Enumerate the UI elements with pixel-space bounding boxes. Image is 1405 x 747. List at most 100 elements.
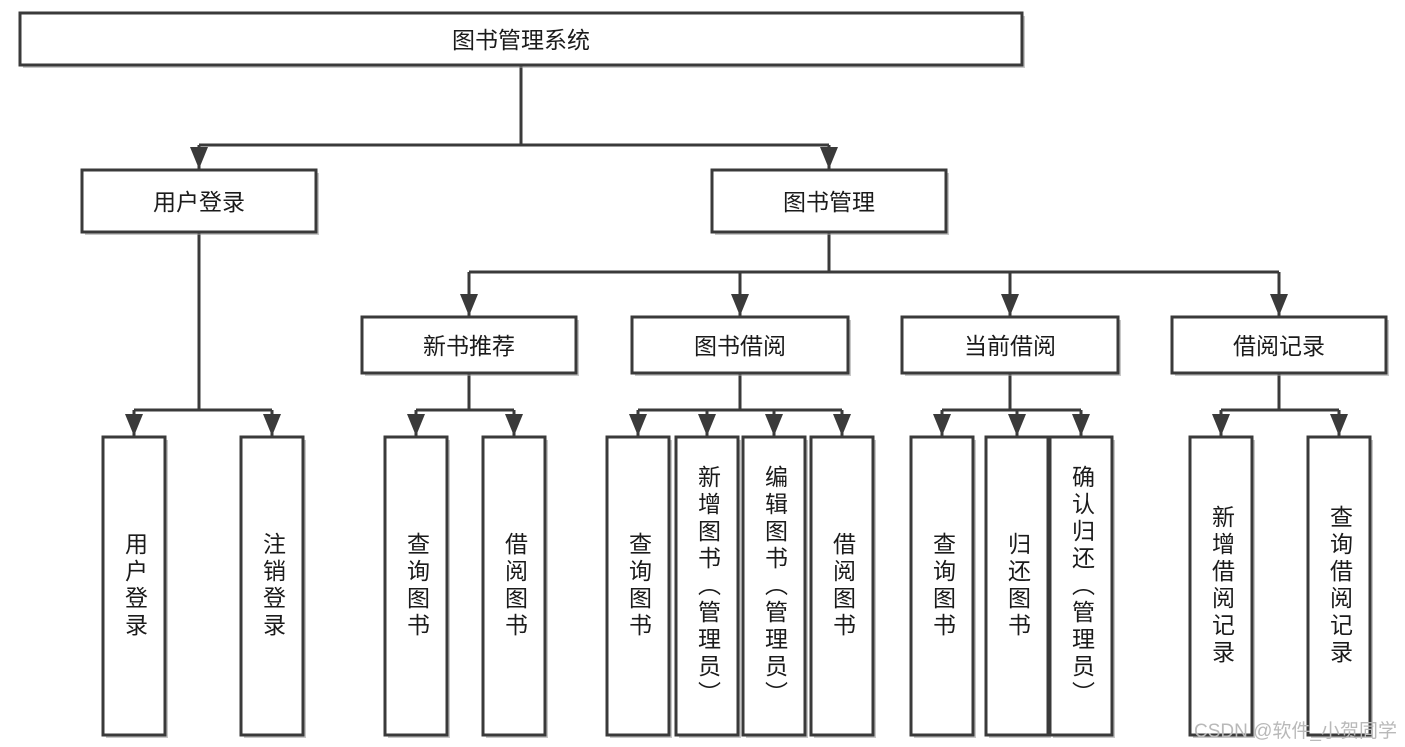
- node-label: 查询图书: [929, 532, 956, 640]
- node-rect[interactable]: [18, 11, 1024, 67]
- node-rect[interactable]: [710, 168, 948, 234]
- node-leaf-user-logout[interactable]: 注销登录: [239, 435, 306, 738]
- node-label-holder: 确认归还（管理员）: [1050, 437, 1112, 735]
- node-leaf-query-book-3[interactable]: 查询图书: [909, 435, 976, 738]
- node-new-book-recommend[interactable]: 新书推荐: [360, 315, 579, 376]
- node-borrow-record[interactable]: 借阅记录: [1170, 315, 1389, 376]
- node-label-holder: 注销登录: [259, 532, 286, 640]
- node-label: 新增图书（管理员）: [694, 464, 721, 708]
- node-label-wrap: 查询借阅记录: [1308, 437, 1370, 735]
- node-leaf-query-record[interactable]: 查询借阅记录: [1306, 435, 1373, 738]
- node-label: 当前借阅: [964, 333, 1056, 359]
- node-rect[interactable]: [1170, 315, 1388, 375]
- node-label: 用户登录: [121, 532, 148, 640]
- node-rect[interactable]: [239, 435, 305, 737]
- node-label: 查询图书: [403, 532, 430, 640]
- node-label-holder: 新增借阅记录: [1190, 437, 1252, 735]
- node-book-borrow[interactable]: 图书借阅: [630, 315, 851, 376]
- node-label-wrap: 归还图书: [986, 437, 1048, 735]
- node-rect[interactable]: [80, 168, 318, 234]
- node-label: 图书借阅: [694, 333, 786, 359]
- node-rect[interactable]: [809, 435, 875, 737]
- node-rect[interactable]: [481, 435, 547, 737]
- node-leaf-user-login[interactable]: 用户登录: [101, 435, 168, 738]
- node-label-holder: 查询图书: [403, 532, 430, 640]
- arrow-head-icon: [1212, 414, 1230, 436]
- node-label: 确认归还（管理员）: [1068, 464, 1095, 708]
- node-leaf-edit-book[interactable]: 编辑图书（管理员）: [741, 435, 808, 738]
- node-label: 图书管理: [783, 189, 875, 215]
- arrow-head-icon: [820, 147, 838, 169]
- node-rect[interactable]: [1306, 435, 1372, 737]
- node-rect[interactable]: [741, 435, 807, 737]
- node-label: 借阅图书: [501, 532, 528, 640]
- node-rect[interactable]: [605, 435, 671, 737]
- node-label-holder: 编辑图书（管理员）: [743, 437, 805, 735]
- arrow-head-icon: [407, 414, 425, 436]
- node-rect[interactable]: [984, 435, 1050, 737]
- node-current-borrow[interactable]: 当前借阅: [900, 315, 1121, 376]
- node-rect[interactable]: [383, 435, 449, 737]
- node-leaf-borrow-book-2[interactable]: 借阅图书: [809, 435, 876, 738]
- node-leaf-add-record[interactable]: 新增借阅记录: [1188, 435, 1255, 738]
- node-label-wrap: 用户登录: [103, 437, 165, 735]
- arrow-head-icon: [190, 147, 208, 169]
- node-label-holder: 归还图书: [986, 437, 1048, 735]
- node-label: 编辑图书（管理员）: [761, 464, 788, 708]
- arrow-head-icon: [833, 414, 851, 436]
- node-rect[interactable]: [1188, 435, 1254, 737]
- node-user-login[interactable]: 用户登录: [80, 168, 319, 235]
- node-label-holder: 查询图书: [911, 437, 973, 735]
- arrow-head-icon: [505, 414, 523, 436]
- node-rect[interactable]: [360, 315, 578, 375]
- node-leaf-query-book-2[interactable]: 查询图书: [605, 435, 672, 738]
- arrow-head-icon: [765, 414, 783, 436]
- edge-group-root: [190, 65, 838, 169]
- node-rect[interactable]: [1048, 435, 1114, 737]
- node-label: 注销登录: [259, 532, 286, 640]
- node-book-management[interactable]: 图书管理: [710, 168, 949, 235]
- arrow-head-icon: [933, 414, 951, 436]
- arrow-head-icon: [125, 414, 143, 436]
- node-leaf-return-book[interactable]: 归还图书: [984, 435, 1051, 738]
- node-label: 图书管理系统: [452, 27, 590, 53]
- node-label: 借阅记录: [1233, 333, 1325, 359]
- node-label-holder: 新增图书（管理员）: [694, 464, 721, 708]
- node-label-holder: 用户登录: [103, 437, 165, 735]
- arrow-head-icon: [1330, 414, 1348, 436]
- node-label-wrap: 新增借阅记录: [1190, 437, 1252, 735]
- arrow-head-icon: [1001, 294, 1019, 316]
- node-leaf-borrow-book-1[interactable]: 借阅图书: [481, 435, 548, 738]
- node-label-wrap: 查询图书: [911, 437, 973, 735]
- node-label-wrap: 借阅图书: [811, 437, 873, 735]
- node-rect[interactable]: [101, 435, 167, 737]
- arrow-head-icon: [1072, 414, 1090, 436]
- arrow-head-icon: [629, 414, 647, 436]
- node-root[interactable]: 图书管理系统: [18, 11, 1025, 68]
- node-label-wrap: 编辑图书（管理员）: [743, 437, 805, 735]
- node-rect[interactable]: [630, 315, 850, 375]
- arrow-head-icon: [263, 414, 281, 436]
- node-label-wrap: 借阅图书: [483, 437, 545, 735]
- node-label-holder: 查询借阅记录: [1308, 437, 1370, 735]
- node-leaf-confirm-return[interactable]: 确认归还（管理员）: [1048, 435, 1115, 738]
- node-rect[interactable]: [674, 435, 740, 737]
- node-label: 借阅图书: [829, 532, 856, 640]
- edge-group-book-borrow: [629, 373, 851, 436]
- arrow-head-icon: [698, 414, 716, 436]
- node-rect[interactable]: [900, 315, 1120, 375]
- node-label: 查询图书: [625, 532, 652, 640]
- node-label: 归还图书: [1004, 532, 1031, 640]
- node-label-wrap: 确认归还（管理员）: [1050, 437, 1112, 735]
- node-rect[interactable]: [909, 435, 975, 737]
- node-leaf-query-book-1[interactable]: 查询图书: [383, 435, 450, 738]
- node-label: 查询借阅记录: [1326, 505, 1353, 667]
- node-leaf-add-book[interactable]: 新增图书（管理员）: [674, 435, 741, 738]
- node-label-holder: 查询图书: [625, 532, 652, 640]
- node-label: 新书推荐: [423, 333, 515, 359]
- connector-layer: [125, 65, 1348, 436]
- node-layer: 图书管理系统用户登录图书管理新书推荐图书借阅当前借阅借阅记录用户登录注销登录查询…: [18, 11, 1389, 738]
- node-label: 用户登录: [153, 189, 245, 215]
